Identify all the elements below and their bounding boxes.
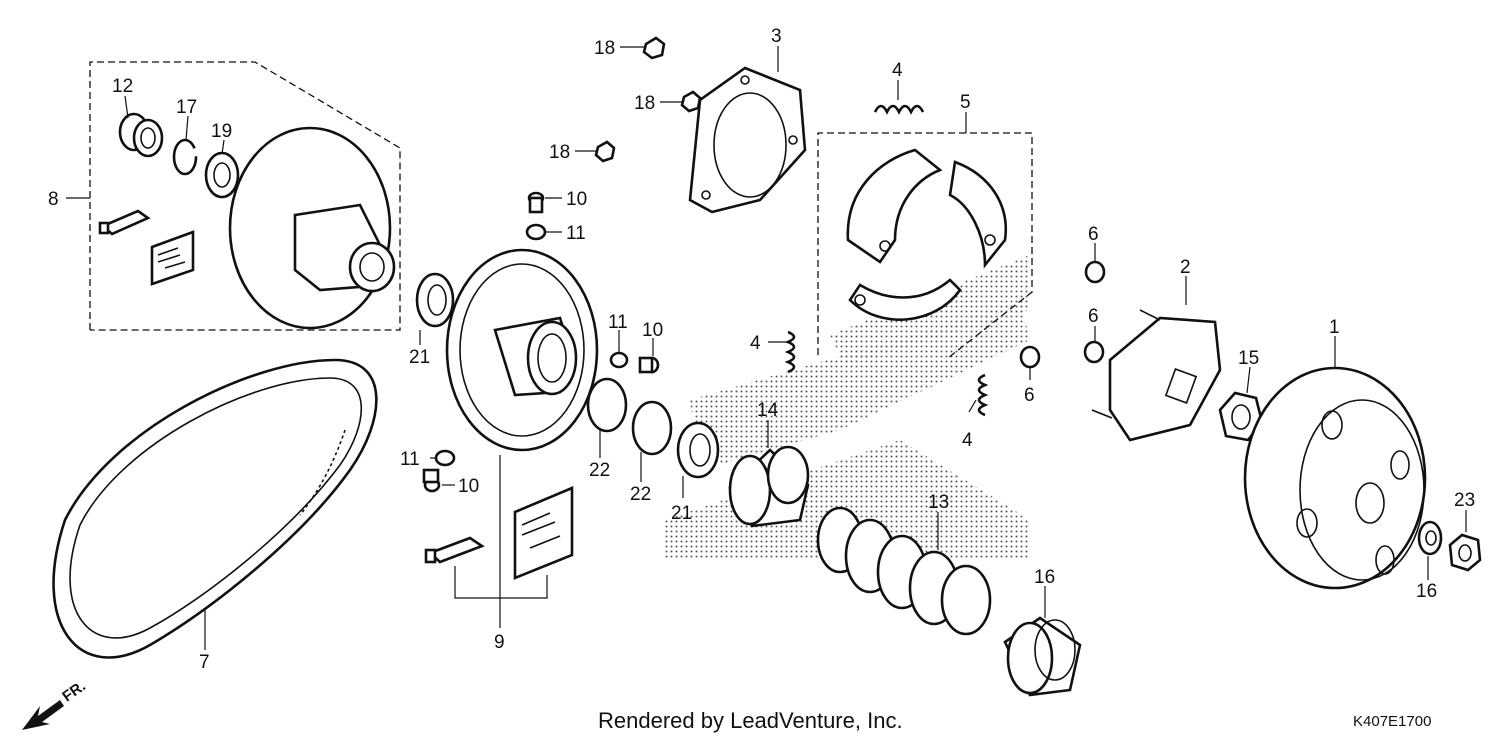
part-18-nut-a — [642, 36, 666, 60]
label-12: 13 — [928, 492, 949, 513]
label-13: 14 — [757, 400, 779, 421]
label-4-low: 4 — [962, 430, 973, 451]
part-23-nut — [1448, 533, 1482, 572]
label-11-top: 11 — [566, 223, 586, 244]
part-21-oil-seal-left — [415, 272, 455, 328]
part-6-collar-b — [1083, 340, 1105, 364]
instruction-card-icon-2 — [513, 486, 574, 580]
part-11-roller-lower — [434, 449, 456, 467]
grease-tube-icon — [98, 209, 151, 236]
part-12-driven-spring — [816, 506, 992, 636]
part-20-bushing — [118, 112, 164, 158]
part-3-clutch-plate — [688, 66, 807, 214]
part-4-spring-mid — [784, 330, 796, 374]
label-10-top: 10 — [566, 189, 587, 210]
label-6-mid: 6 — [1088, 306, 1099, 327]
part-10-pin-mid — [638, 356, 660, 374]
label-11-low: 11 — [400, 449, 420, 470]
label-7: 7 — [199, 652, 210, 673]
label-4-mid: 4 — [750, 333, 761, 354]
part-11-roller-upper — [525, 223, 547, 241]
part-19-bearing — [204, 151, 240, 199]
part-18-nut-c — [594, 140, 616, 163]
label-6-top: 6 — [1088, 224, 1099, 245]
front-arrow-icon — [22, 700, 64, 730]
label-11-mid: 11 — [608, 312, 628, 333]
label-14: 16 — [1034, 567, 1055, 588]
label-18-b: 18 — [634, 93, 655, 114]
render-credit: Rendered by LeadVenture, Inc. — [598, 708, 903, 733]
part-10-pin-lower — [422, 468, 441, 493]
diagram-code: K407E1700 — [1353, 713, 1432, 730]
part-13-seal-collar — [728, 445, 810, 528]
part-15-nut — [1218, 391, 1264, 442]
label-16: 16 — [1416, 581, 1437, 602]
label-21-right: 21 — [671, 503, 692, 524]
part-21-oil-seal-right — [676, 421, 720, 479]
label-2: 2 — [1180, 257, 1191, 278]
label-20: 12 — [112, 76, 133, 97]
part-4-spring-top — [873, 104, 925, 115]
part-10-pin-upper — [527, 191, 545, 214]
part-1-clutch-outer — [1243, 366, 1427, 590]
label-6-low: 6 — [1024, 385, 1035, 406]
part-14-collar — [1003, 616, 1082, 697]
part-16-washer — [1417, 520, 1443, 556]
label-1: 1 — [1329, 317, 1340, 338]
group-box-8 — [89, 61, 401, 331]
label-9: 9 — [494, 632, 505, 653]
label-23: 23 — [1454, 490, 1475, 511]
label-4-top: 4 — [892, 60, 903, 81]
label-18-a: 18 — [594, 38, 615, 59]
part-6-collar-c — [1019, 345, 1041, 369]
part-6-collar-a — [1084, 260, 1106, 284]
group-box-5 — [817, 132, 1033, 359]
part-5-clutch-shoes — [846, 148, 1008, 321]
label-3: 3 — [771, 26, 782, 47]
label-5: 5 — [960, 92, 971, 113]
label-22-right: 22 — [630, 484, 651, 505]
grease-tube-icon-2 — [424, 536, 485, 564]
label-10-mid: 10 — [642, 320, 663, 341]
part-labels: 12 17 19 8 18 18 18 3 4 5 10 11 6 2 6 6 … — [48, 26, 1475, 673]
label-8: 8 — [48, 189, 59, 210]
instruction-card-icon — [150, 230, 195, 286]
leader-lines — [66, 46, 1467, 650]
label-22-left: 22 — [589, 460, 610, 481]
part-18-nut-b — [680, 90, 702, 113]
label-17: 17 — [176, 97, 197, 118]
part-4-spring-low — [977, 373, 989, 417]
label-10-low: 10 — [458, 476, 479, 497]
label-21-left: 21 — [409, 347, 430, 368]
part-22-o-ring-left — [586, 377, 628, 433]
part-17-circlip — [172, 138, 198, 176]
part-11-roller-mid — [609, 351, 629, 369]
label-15: 15 — [1238, 348, 1259, 369]
part-7-drive-belt — [52, 358, 378, 659]
part-2-drive-plate — [1091, 309, 1222, 442]
label-18-c: 18 — [549, 142, 570, 163]
part-9-driven-face — [445, 248, 599, 452]
part-22-o-ring-right — [631, 400, 673, 456]
part-8-drive-face — [228, 126, 396, 330]
label-19: 19 — [211, 121, 232, 142]
